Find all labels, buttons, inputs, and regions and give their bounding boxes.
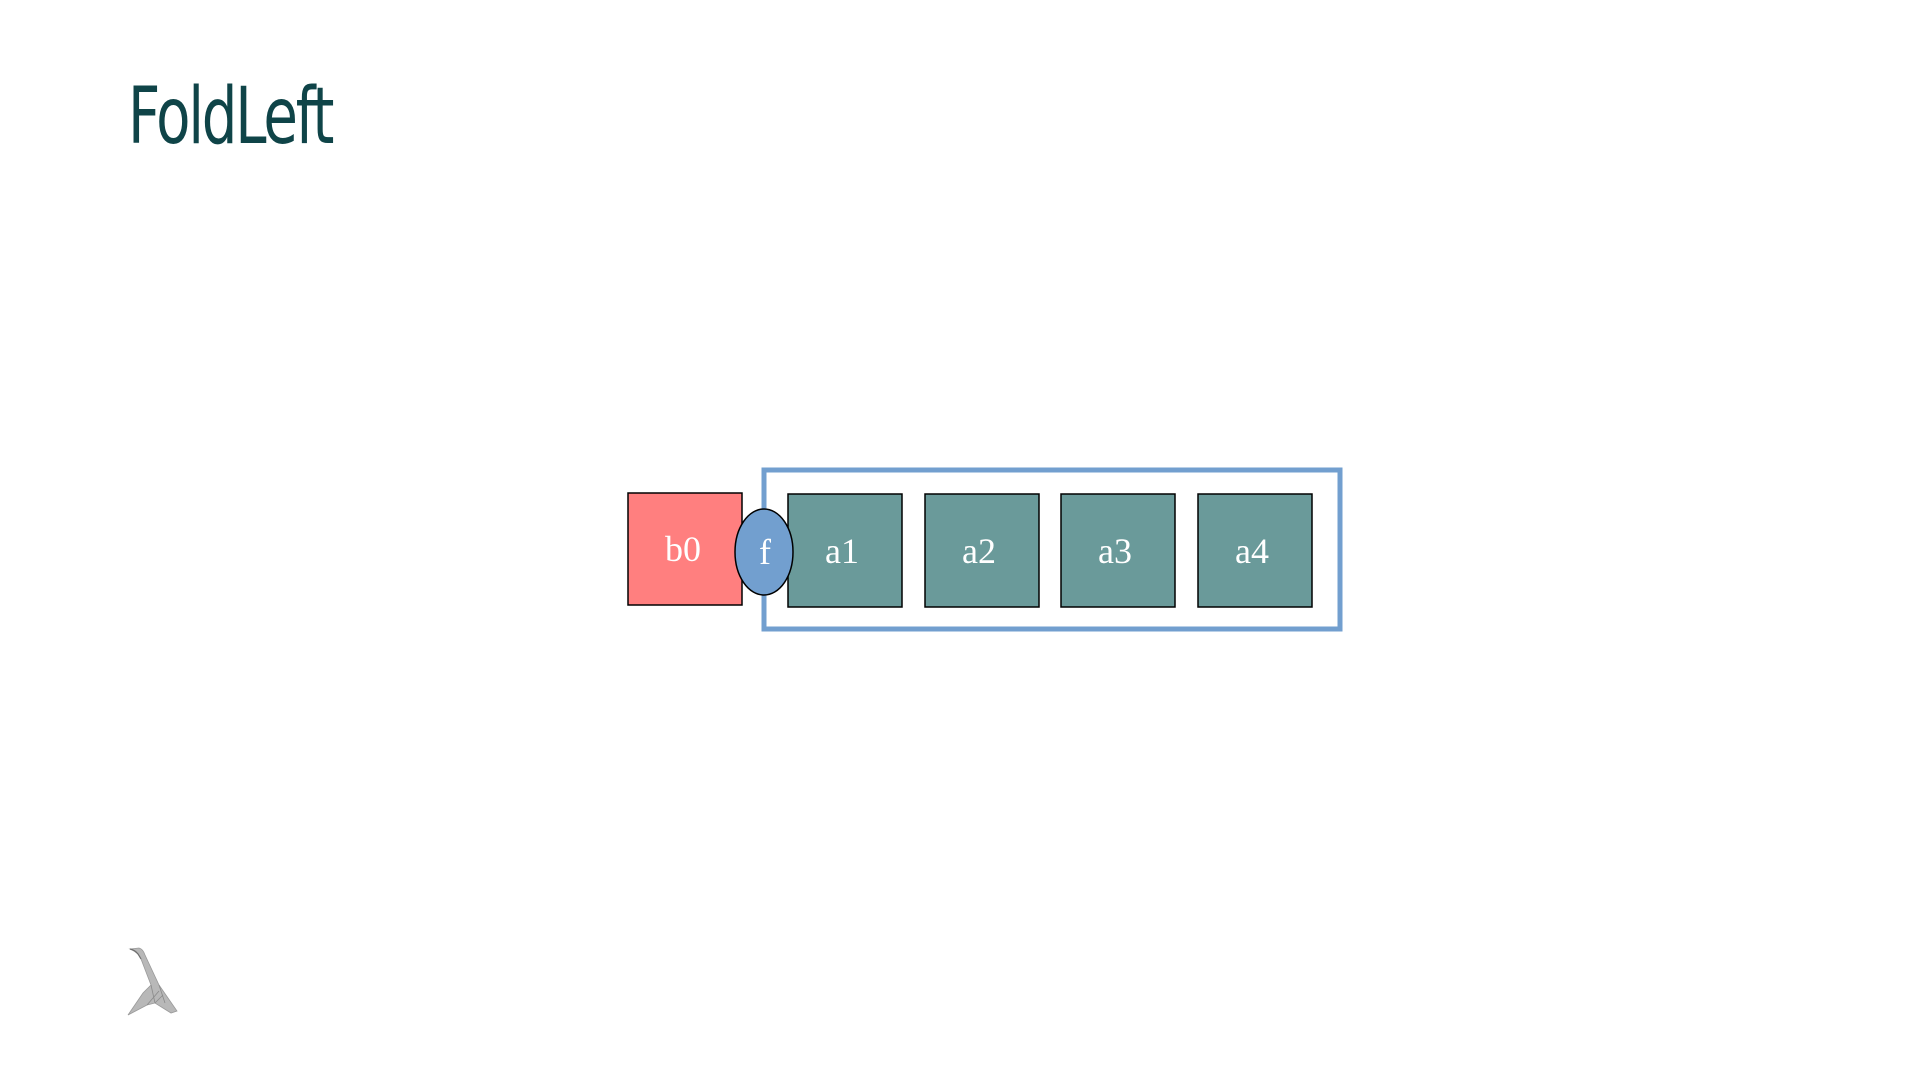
lambda-logo-icon xyxy=(127,947,178,1016)
list-element-a2: a2 xyxy=(924,493,1040,608)
list-element-a3: a3 xyxy=(1060,493,1176,608)
function-node: f xyxy=(734,508,794,596)
list-element-label: a4 xyxy=(1235,531,1269,571)
list-element-label: a1 xyxy=(825,531,859,571)
accumulator-label: b0 xyxy=(665,529,701,569)
slide-title: FoldLeft xyxy=(128,72,334,162)
function-label: f xyxy=(759,532,771,572)
list-element-label: a2 xyxy=(962,531,996,571)
list-element-a1: a1 xyxy=(787,493,903,608)
list-element-label: a3 xyxy=(1098,531,1132,571)
list-element-a4: a4 xyxy=(1197,493,1313,608)
accumulator-box: b0 xyxy=(627,492,743,606)
